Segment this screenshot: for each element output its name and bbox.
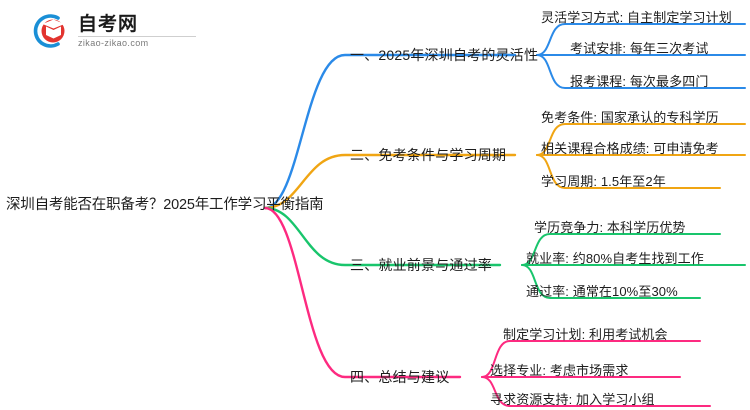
leaf-2-2[interactable]: 相关课程合格成绩: 可申请免考 — [541, 141, 719, 156]
leaf-3-2[interactable]: 就业率: 约80%自考生找到工作 — [526, 251, 704, 266]
leaf-3-1[interactable]: 学历竞争力: 本科学历优势 — [534, 220, 686, 235]
branch-title-2[interactable]: 二、免考条件与学习周期 — [350, 147, 507, 163]
branch-title-4[interactable]: 四、总结与建议 — [350, 369, 450, 385]
connector-root-to-branch-1 — [263, 53, 517, 210]
logo-text-block: 自考网 zikao-zikao.com — [78, 15, 196, 48]
leaf-2-1[interactable]: 免考条件: 国家承认的专科学历 — [541, 110, 719, 125]
branch-title-1[interactable]: 一、2025年深圳自考的灵活性 — [350, 47, 539, 63]
site-logo[interactable]: 自考网 zikao-zikao.com — [30, 11, 196, 51]
leaf-4-2[interactable]: 选择专业: 考虑市场需求 — [490, 363, 629, 378]
connector-root-to-branch-4 — [263, 206, 462, 379]
leaf-1-1[interactable]: 灵活学习方式: 自主制定学习计划 — [541, 10, 732, 25]
logo-name-cn: 自考网 — [78, 13, 139, 35]
branch-title-3[interactable]: 三、就业前景与通过率 — [350, 257, 492, 273]
central-topic[interactable]: 深圳自考能否在职备考？2025年工作学习平衡指南 — [6, 197, 324, 213]
leaf-4-1[interactable]: 制定学习计划: 利用考试机会 — [503, 327, 668, 342]
leaf-1-3[interactable]: 报考课程: 每次最多四门 — [570, 74, 709, 89]
logo-name-en: zikao-zikao.com — [78, 37, 149, 48]
leaf-2-3[interactable]: 学习周期: 1.5年至2年 — [541, 174, 666, 189]
graduation-cap-logo-icon — [30, 12, 72, 50]
leaf-4-3[interactable]: 寻求资源支持: 加入学习小组 — [490, 392, 655, 407]
leaf-3-3[interactable]: 通过率: 通常在10%至30% — [526, 284, 678, 299]
logo-divider — [78, 35, 196, 37]
leaf-1-2[interactable]: 考试安排: 每年三次考试 — [570, 41, 709, 56]
